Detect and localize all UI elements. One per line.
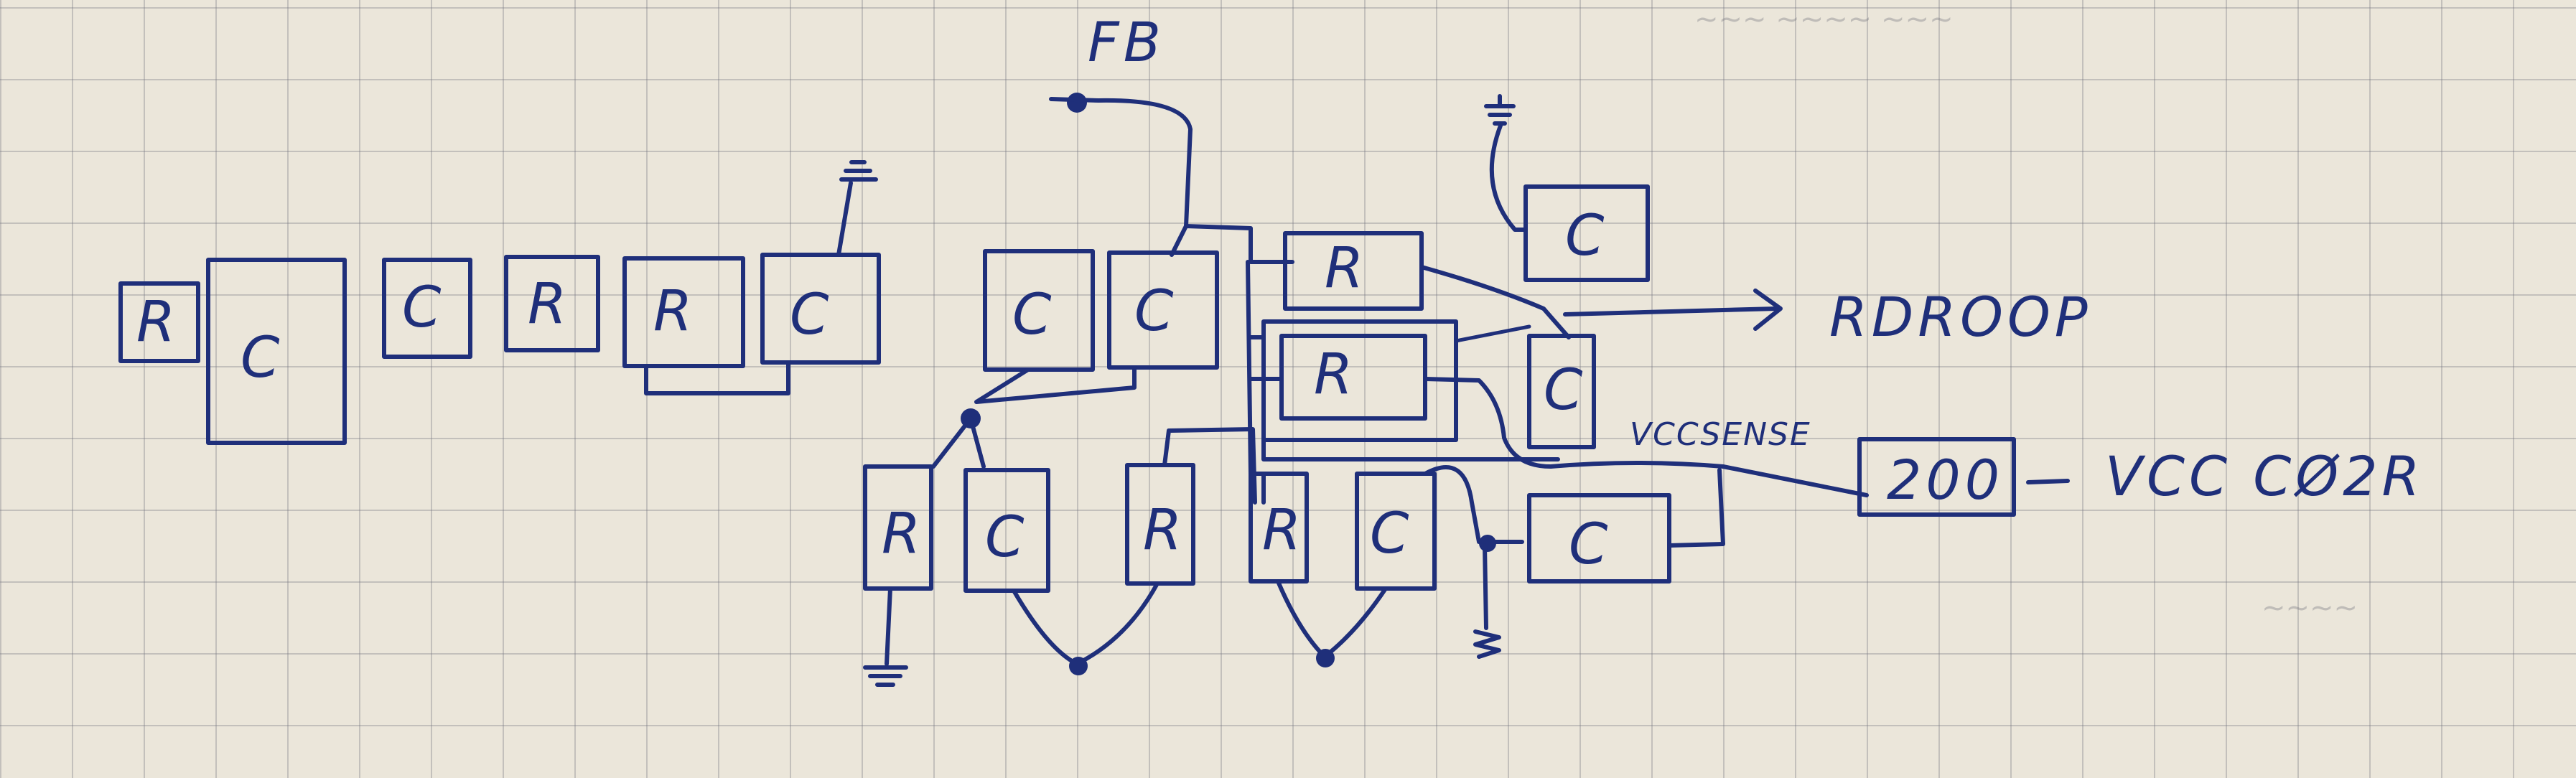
component-r-5-label: R	[1143, 498, 1182, 563]
fb-node-dot	[1067, 93, 1087, 113]
component-c-9: C	[1355, 472, 1437, 591]
component-r-6-label: R	[1325, 236, 1363, 301]
c7-ground-lead	[1489, 123, 1528, 232]
component-c-5-label: C	[1134, 279, 1174, 344]
r3-c3-link	[644, 360, 790, 395]
component-r-1: R	[118, 281, 200, 363]
r200-out-wire	[2026, 479, 2070, 484]
r200-label: 200	[1887, 448, 2004, 512]
fb-to-r6-wire	[1184, 224, 1294, 264]
vccsense-wire	[1549, 461, 1869, 497]
junction-left-branches	[931, 416, 986, 469]
component-r-2: R	[504, 255, 600, 352]
ground-icon-c3	[839, 160, 878, 182]
junction-dot-bottom-left	[1069, 657, 1088, 675]
component-c-2: C	[382, 258, 472, 359]
r8-c9-link	[1276, 579, 1388, 659]
component-c-4: C	[983, 249, 1095, 372]
bleed-through-text-1: ~~~ ~~~~ ~~~	[1694, 3, 1954, 36]
component-r-2-label: R	[528, 272, 566, 337]
component-r-4-label: R	[882, 502, 920, 566]
ground-icon-c10	[1473, 629, 1501, 659]
component-c-10-label: C	[1569, 512, 1608, 577]
vccsense-label: VCCSENSE	[1630, 416, 1811, 453]
component-c-5: C	[1107, 250, 1219, 370]
c9-to-c10-wire	[1423, 465, 1524, 544]
component-r-8-label: R	[1262, 498, 1301, 563]
component-c-9-label: C	[1370, 502, 1409, 566]
ground-lead-c3	[836, 181, 853, 257]
component-r-3-label: R	[653, 279, 692, 344]
component-c-10: C	[1527, 493, 1671, 584]
c4-c5-link	[974, 365, 1137, 404]
c6-r5-link	[1012, 581, 1159, 666]
component-c-3-label: C	[790, 283, 829, 347]
rdroop-label: RDROOP	[1829, 285, 2092, 349]
r8-top-wire	[1261, 436, 1560, 461]
rdroop-arrow-head	[1753, 289, 1783, 331]
component-c-1: C	[206, 258, 347, 445]
component-r-3: R	[622, 256, 745, 368]
c10-right-wire	[1667, 468, 1725, 548]
component-r-1-label: R	[136, 290, 175, 355]
component-c-7: C	[1523, 184, 1650, 282]
component-r-200: 200	[1857, 437, 2016, 517]
component-r-6: R	[1283, 231, 1424, 311]
component-c-4-label: C	[1012, 283, 1052, 347]
junction-dot-c10	[1479, 535, 1496, 552]
ground-lead-c10	[1483, 543, 1488, 630]
component-c-3: C	[760, 253, 881, 365]
component-c-2-label: C	[402, 276, 442, 340]
r7-to-c8-wire	[1423, 377, 1553, 469]
component-r-5: R	[1125, 463, 1195, 586]
component-c-1-label: C	[241, 326, 280, 390]
rdroop-arrow-line	[1563, 306, 1779, 317]
component-c-8-label: C	[1544, 358, 1583, 423]
vcc-out-label: VCC CØ2R	[2105, 444, 2424, 508]
ground-icon-r4	[863, 665, 908, 687]
component-c-8: C	[1527, 334, 1596, 449]
ground-lead-r4	[885, 586, 892, 666]
component-r-4: R	[863, 464, 933, 591]
junction-dot-bottom-right	[1316, 649, 1335, 667]
fb-wire	[1049, 97, 1193, 257]
component-r-7-label: R	[1314, 342, 1353, 407]
bleed-through-text-2: ~~~~	[2262, 591, 2358, 624]
component-r-8: R	[1249, 472, 1309, 584]
ground-icon-c7	[1484, 94, 1516, 126]
component-c-6: C	[963, 468, 1050, 593]
r7-c8-diag	[1454, 324, 1531, 343]
component-c-7-label: C	[1565, 204, 1605, 268]
component-c-6-label: C	[985, 505, 1025, 570]
r5-top-wire	[1162, 427, 1257, 505]
fb-label: FB	[1088, 10, 1165, 74]
r6-to-c8-wire	[1419, 265, 1571, 339]
